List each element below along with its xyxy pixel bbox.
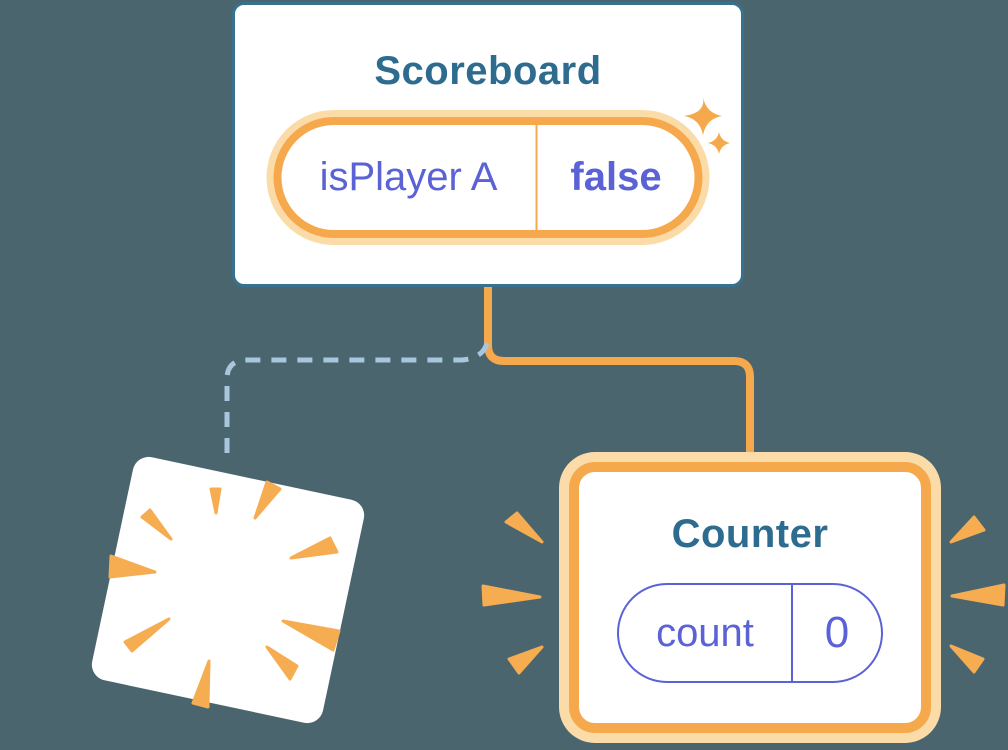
counter-state-name: count bbox=[656, 610, 754, 655]
scoreboard-state-pill: isPlayer A false bbox=[273, 117, 703, 238]
emphasis-marks-left bbox=[481, 511, 544, 675]
scoreboard-state-name: isPlayer A bbox=[319, 155, 498, 199]
removed-connector-line bbox=[224, 342, 490, 459]
counter-state-value: 0 bbox=[824, 608, 850, 657]
emphasis-marks-right bbox=[949, 515, 1006, 674]
pill-divider bbox=[535, 125, 538, 230]
scoreboard-title: Scoreboard bbox=[374, 49, 602, 93]
pill-divider bbox=[791, 585, 793, 681]
counter-title: Counter bbox=[671, 512, 829, 556]
destroyed-component-card bbox=[88, 453, 368, 727]
active-connector-line bbox=[484, 280, 754, 469]
counter-state-pill: count 0 bbox=[617, 583, 883, 683]
scoreboard-state-value: false bbox=[570, 155, 662, 199]
counter-card: Counter count 0 bbox=[569, 462, 931, 733]
scoreboard-card: Scoreboard isPlayer A false bbox=[232, 2, 744, 287]
